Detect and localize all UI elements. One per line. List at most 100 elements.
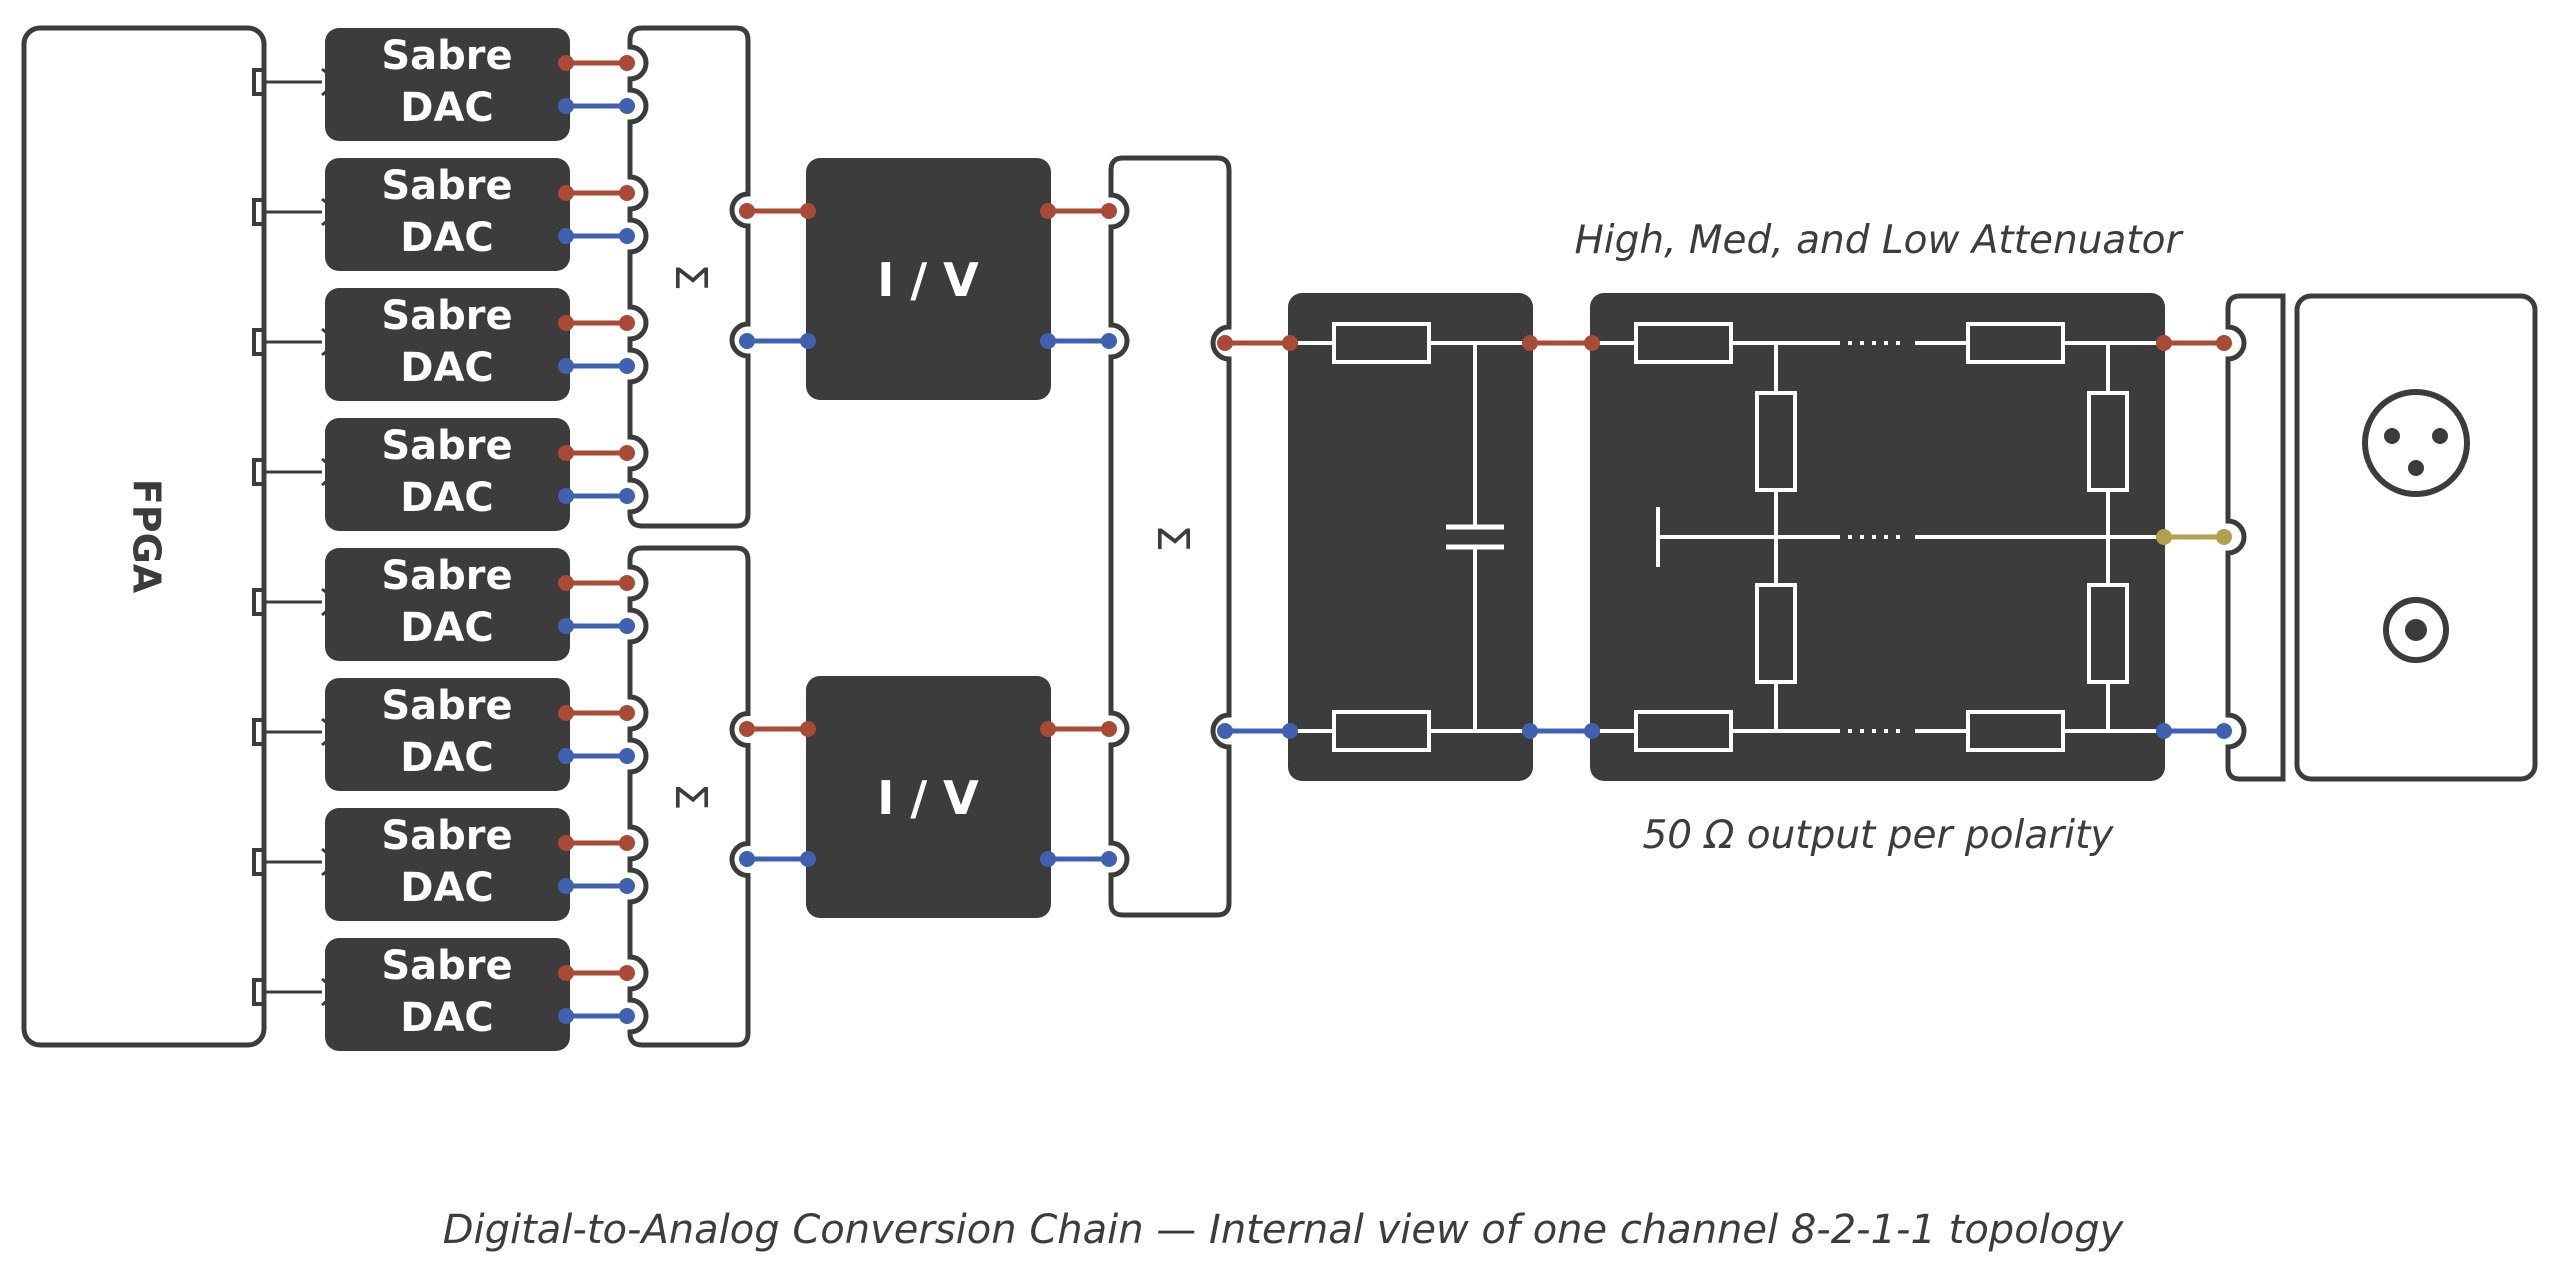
- output-positive-wire-start-dot: [2156, 335, 2172, 351]
- fpga-notch: [252, 718, 264, 746]
- output-negative-wire-start-dot: [2156, 723, 2172, 739]
- atten-in-negative-wire-end-dot: [1584, 723, 1600, 739]
- dac-6-positive-wire: [558, 705, 635, 721]
- summer-block-3: Σ: [1108, 155, 1232, 918]
- output-panel: [2294, 293, 2538, 782]
- rca-center-pin: [2405, 619, 2427, 641]
- iv-2-out-positive-wire-end-dot: [1101, 721, 1117, 737]
- first-stage-summers: ΣΣ: [627, 25, 751, 1048]
- dac-5-positive-wire: [558, 575, 635, 591]
- diagram-caption: Digital-to-Analog Conversion Chain — Int…: [443, 1207, 2125, 1253]
- iv-2-out-negative-wire-end-dot: [1101, 851, 1117, 867]
- summer-symbol: Σ: [1147, 524, 1198, 552]
- dac-3-negative-wire: [558, 358, 635, 374]
- dac-2-negative-wire-end-dot: [619, 228, 635, 244]
- iv-1-out-negative-wire-end-dot: [1101, 333, 1117, 349]
- dac-body: [325, 288, 570, 401]
- atten-shunt-resistor: [2087, 391, 2129, 492]
- dac-2-negative-wire-start-dot: [558, 228, 574, 244]
- iv-1-out-negative-wire-start-dot: [1040, 333, 1056, 349]
- xlr-pin-3: [2408, 460, 2424, 476]
- dac-body: [325, 678, 570, 791]
- iv-2-in-negative-wire: [739, 851, 816, 867]
- iv-1-in-positive-wire: [739, 203, 816, 219]
- dac-7-positive-wire: [558, 835, 635, 851]
- dac-7-positive-wire-start-dot: [558, 835, 574, 851]
- iv-body: [806, 676, 1051, 918]
- dac-group: SabreDACSabreDACSabreDACSabreDACSabreDAC…: [325, 28, 570, 1051]
- attenuator-label: High, Med, and Low Attenuator: [1574, 218, 2184, 263]
- output-ground-wire: [2156, 529, 2232, 545]
- dac-body: [325, 28, 570, 141]
- dac-2-positive-wire-end-dot: [619, 185, 635, 201]
- atten-series-resistor: [1966, 710, 2065, 752]
- iv-label: I / V: [877, 771, 979, 825]
- iv-2-in-negative-wire-start-dot: [739, 851, 755, 867]
- xlr-pin-2: [2432, 428, 2448, 444]
- dac-label-line1: Sabre: [381, 943, 512, 989]
- dac-8-positive-wire-end-dot: [619, 965, 635, 981]
- filter-in-positive-wire-start-dot: [1217, 335, 1233, 351]
- dac-3-positive-wire-end-dot: [619, 315, 635, 331]
- dac-3-negative-wire-end-dot: [619, 358, 635, 374]
- dac-label-line2: DAC: [400, 995, 494, 1041]
- dac-label-line2: DAC: [400, 475, 494, 521]
- iv-2-in-negative-wire-end-dot: [800, 851, 816, 867]
- iv-1-out-negative-wire: [1040, 333, 1117, 349]
- summer-outline: [627, 545, 751, 1048]
- dac-3-positive-wire-start-dot: [558, 315, 574, 331]
- dac-body: [325, 418, 570, 531]
- filter-top-resistor: [1332, 322, 1431, 364]
- atten-body: [1590, 293, 2165, 781]
- iv-label: I / V: [877, 253, 979, 307]
- dac-6-positive-wire-start-dot: [558, 705, 574, 721]
- output-ground-wire-start-dot: [2156, 529, 2172, 545]
- dac-4-positive-wire-start-dot: [558, 445, 574, 461]
- dac-label-line1: Sabre: [381, 683, 512, 729]
- second-stage-summer: Σ: [1108, 155, 1232, 918]
- dac-label-line2: DAC: [400, 85, 494, 131]
- dac-5-negative-wire-end-dot: [619, 618, 635, 634]
- summer-block-2: Σ: [627, 545, 751, 1048]
- output-negative-wire-end-dot: [2216, 723, 2232, 739]
- fpga-label: FPGA: [125, 479, 169, 594]
- dac-7-negative-wire-start-dot: [558, 878, 574, 894]
- iv-2-in-positive-wire-start-dot: [739, 721, 755, 737]
- dac-2-positive-wire-start-dot: [558, 185, 574, 201]
- dac-3-negative-wire-start-dot: [558, 358, 574, 374]
- iv-stage-2: I / V: [806, 676, 1051, 918]
- fpga-notch: [252, 848, 264, 876]
- output-ground-wire-end-dot: [2216, 529, 2232, 545]
- atten-series-resistor: [1634, 710, 1733, 752]
- atten-in-negative-wire: [1522, 723, 1600, 739]
- signal-wires: [558, 55, 2232, 1024]
- dac-4-positive-wire-end-dot: [619, 445, 635, 461]
- summer-symbol: Σ: [665, 783, 716, 811]
- atten-series-resistor: [1966, 322, 2065, 364]
- summer-outline: [1108, 155, 1232, 918]
- dac-6-negative-wire: [558, 748, 635, 764]
- dac-label-line1: Sabre: [381, 813, 512, 859]
- fpga-notch: [252, 68, 264, 96]
- atten-shunt-resistor: [1755, 583, 1797, 684]
- dac-8-negative-wire-start-dot: [558, 1008, 574, 1024]
- iv-1-in-negative-wire-end-dot: [800, 333, 816, 349]
- dac-1-positive-wire-end-dot: [619, 55, 635, 71]
- dac-5-positive-wire-start-dot: [558, 575, 574, 591]
- dac-body: [325, 938, 570, 1051]
- iv-2-out-negative-wire: [1040, 851, 1117, 867]
- iv-stage-group: I / V I / V: [806, 158, 1051, 918]
- iv-1-in-negative-wire: [739, 333, 816, 349]
- iv-2-in-positive-wire-end-dot: [800, 721, 816, 737]
- dac-label-line1: Sabre: [381, 293, 512, 339]
- iv-1-out-positive-wire: [1040, 203, 1117, 219]
- dac-5-negative-wire-start-dot: [558, 618, 574, 634]
- atten-in-positive-wire-start-dot: [1522, 335, 1538, 351]
- iv-2-out-positive-wire: [1040, 721, 1117, 737]
